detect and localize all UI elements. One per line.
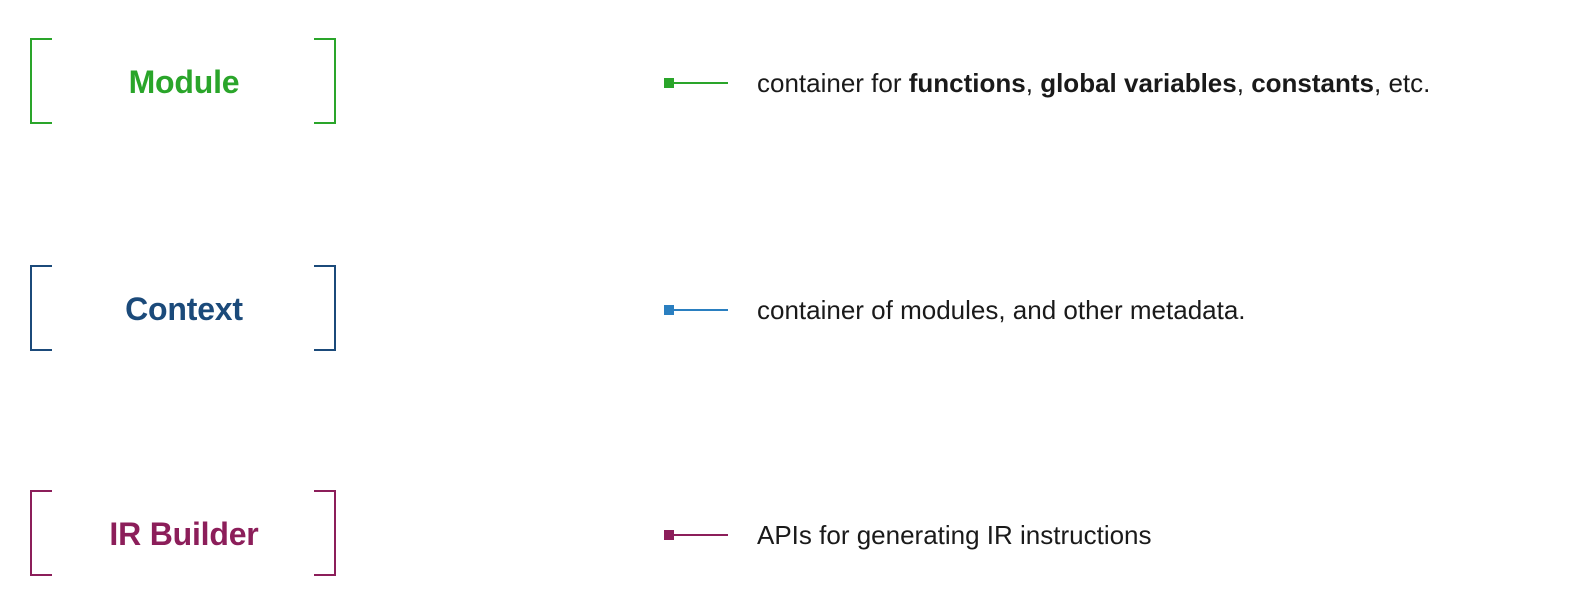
desc-text: , etc. (1374, 68, 1431, 98)
connector-dot (664, 78, 674, 88)
desc-bold-constants: constants (1251, 68, 1374, 98)
desc-text: , (1025, 68, 1041, 98)
connector (664, 305, 730, 315)
left-bracket (30, 490, 52, 576)
connector-line (672, 534, 728, 536)
connector-dot (664, 305, 674, 315)
ir-builder-label: IR Builder (109, 516, 259, 552)
right-bracket (314, 490, 336, 576)
right-bracket (314, 265, 336, 351)
desc-text: container for (757, 68, 909, 98)
desc-bold-functions: functions (908, 68, 1026, 98)
connector-dot (664, 530, 674, 540)
ir-builder-description: APIs for generating IR instructions (757, 520, 1152, 550)
row-ir-builder: IR Builder APIs for generating IR instru… (0, 490, 1569, 580)
context-label: Context (125, 291, 243, 327)
connector-line (672, 82, 728, 84)
left-bracket (30, 265, 52, 351)
module-description: container for functions, global variable… (757, 38, 1430, 128)
connector (664, 530, 730, 540)
row-context: Context container of modules, and other … (0, 265, 1569, 355)
connector-line (672, 309, 728, 311)
desc-bold-global-variables: global variables (1040, 68, 1237, 98)
connector (664, 78, 730, 88)
module-label: Module (128, 64, 240, 100)
row-module: Module container for functions, global v… (0, 38, 1569, 128)
left-bracket (30, 38, 52, 124)
context-description: container of modules, and other metadata… (757, 295, 1246, 325)
right-bracket (314, 38, 336, 124)
desc-text: , (1236, 68, 1252, 98)
